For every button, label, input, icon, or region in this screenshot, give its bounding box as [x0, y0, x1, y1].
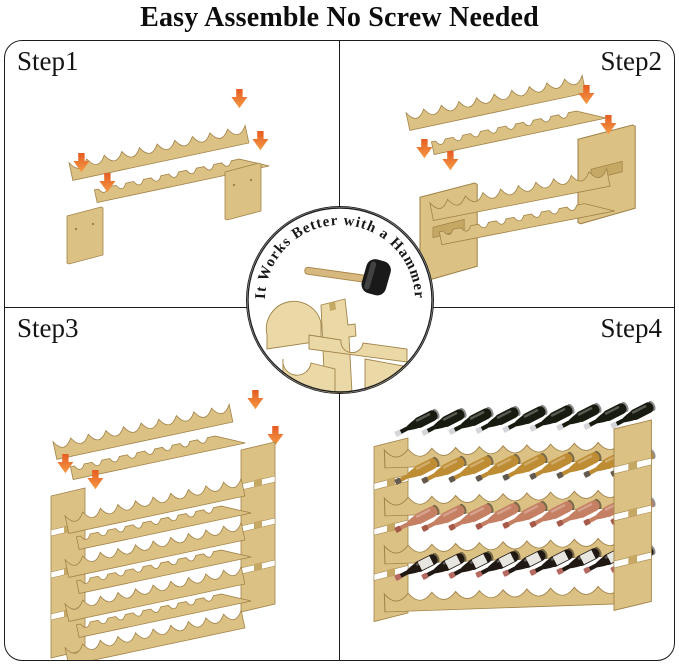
- hammer-tip-badge: It Works Better with a Hammer: [246, 206, 434, 394]
- step4-panel: Step4: [340, 308, 674, 660]
- step1-panel: Step1: [5, 41, 339, 307]
- down-arrow-icon: [252, 131, 269, 151]
- steps-grid: Step1 Step2: [4, 40, 675, 661]
- step2-label: Step2: [600, 46, 662, 76]
- side-panel: [66, 206, 104, 265]
- page-title: Easy Assemble No Screw Needed: [140, 2, 539, 33]
- wine-bottle: [392, 407, 442, 440]
- down-arrow-icon: [231, 89, 248, 109]
- step1-label: Step1: [17, 46, 79, 76]
- side-panel: [224, 162, 262, 221]
- mallet-icon: [304, 259, 391, 296]
- down-arrow-icon: [416, 139, 433, 159]
- down-arrow-icon: [247, 390, 264, 410]
- step3-panel: Step3: [5, 308, 339, 660]
- side-column: [613, 419, 652, 611]
- step3-label: Step3: [17, 313, 79, 343]
- side-column: [240, 441, 276, 613]
- step4-label: Step4: [600, 313, 662, 343]
- step2-panel: Step2: [340, 41, 674, 307]
- shelf-rail: [383, 585, 623, 613]
- down-arrow-icon: [442, 151, 459, 171]
